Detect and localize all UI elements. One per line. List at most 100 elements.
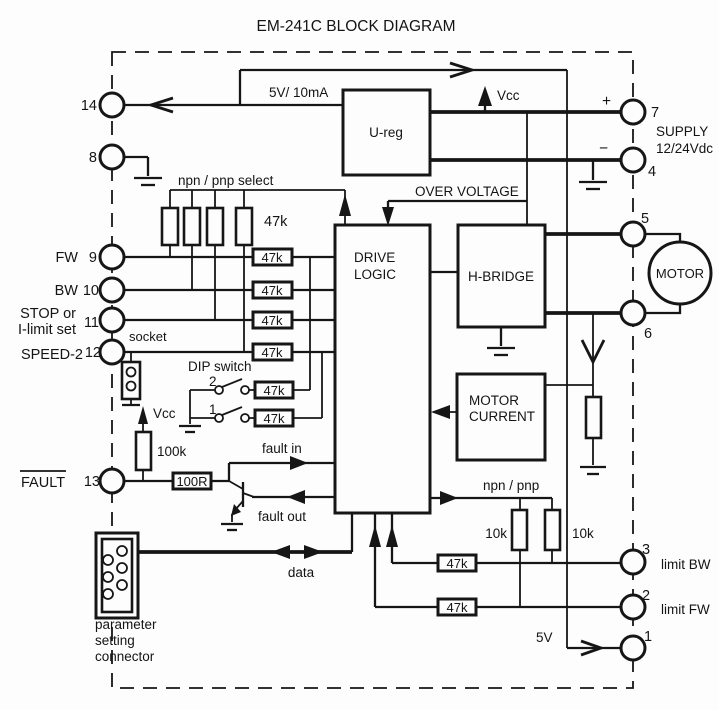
label-npn-pnp-select: npn / pnp select <box>178 173 274 188</box>
label-npn-pnp: npn / pnp <box>483 478 539 493</box>
npn-pnp-pullups <box>430 491 562 607</box>
label-dip-2: 2 <box>209 374 217 389</box>
ureg-block <box>341 88 432 177</box>
pin-1 <box>619 634 647 662</box>
label-5v-10ma: 5V/ 10mA <box>269 85 328 100</box>
dip-switch <box>179 378 322 434</box>
pin11-number: 11 <box>84 315 99 331</box>
pin10-number: 10 <box>83 283 99 299</box>
pin-6 <box>619 299 647 327</box>
diagram-title: EM-241C BLOCK DIAGRAM <box>257 18 456 35</box>
parameter-connector <box>94 531 140 620</box>
wire-5v-top <box>124 61 621 657</box>
label-100r: 100R <box>176 474 207 489</box>
motor-current-block <box>455 372 547 462</box>
pin11-name-2: I-limit set <box>18 322 76 338</box>
pin-13 <box>98 467 126 495</box>
label-vcc-fault: Vcc <box>153 406 176 421</box>
hbridge-label: H-BRIDGE <box>468 269 534 284</box>
pullup-10k-right <box>543 508 562 552</box>
pin7-number: 7 <box>651 105 659 121</box>
connector-caption-3: connector <box>95 649 155 664</box>
pin12-name: SPEED-2 <box>21 347 83 363</box>
connector-caption-1: parameter <box>95 617 157 632</box>
label-data: data <box>288 565 315 580</box>
terminal-pins <box>98 91 647 662</box>
motor-current-label-2: CURRENT <box>469 409 535 424</box>
stop-resistor-value: 47k <box>262 313 283 328</box>
pin-9 <box>98 243 126 271</box>
pin1-number: 1 <box>644 629 652 645</box>
drive-logic-label-1: DRIVE <box>354 250 395 265</box>
pin2-number: 2 <box>642 588 650 604</box>
fw-resistor-value: 47k <box>262 250 283 265</box>
pin13-name: FAULT <box>21 475 65 491</box>
pin11-name-1: STOP or <box>20 306 76 322</box>
label-fault-in: fault in <box>262 441 302 456</box>
label-overvoltage: OVER VOLTAGE <box>415 184 519 199</box>
drive-logic-block <box>333 223 432 515</box>
pin-14 <box>98 91 126 119</box>
pullup-resistor-1 <box>160 206 180 247</box>
pin8-ground <box>124 155 162 187</box>
pin12-number: 12 <box>85 345 101 361</box>
sense-resistor <box>584 395 603 440</box>
label-vcc-top: Vcc <box>497 88 520 103</box>
wire-overvoltage <box>382 112 528 226</box>
wire-data-bus <box>138 513 354 559</box>
pin5-number: 5 <box>641 211 649 227</box>
pin-4 <box>619 146 647 174</box>
wire-vcc-rail <box>430 86 621 114</box>
pin10-name: BW <box>55 283 79 299</box>
pin3-name: limit BW <box>661 557 711 572</box>
pin8-number: 8 <box>89 150 97 166</box>
motor-current-label-1: MOTOR <box>469 393 519 408</box>
pin13-number: 13 <box>84 474 100 490</box>
label-socket: socket <box>129 329 167 344</box>
pin-12 <box>98 338 126 366</box>
hbridge-block <box>456 223 547 329</box>
resistor-100k <box>134 430 153 472</box>
supply-label-1: SUPPLY <box>656 124 708 139</box>
wire-limit-inputs <box>369 513 621 617</box>
supply-plus-sign: + <box>602 93 611 110</box>
label-pullup-47k: 47k <box>264 214 288 230</box>
pin-8 <box>98 143 126 171</box>
hbridge-ground <box>487 327 515 357</box>
fault-pullup <box>134 406 153 481</box>
motor-label: MOTOR <box>656 266 704 281</box>
label-dip-1: 1 <box>209 402 217 417</box>
socket-symbol <box>120 352 142 407</box>
npn-pnp-select-network <box>160 189 351 352</box>
wire-motor-outputs <box>545 232 682 315</box>
label-10k-left: 10k <box>485 526 507 541</box>
supply-label-2: 12/24Vdc <box>656 141 713 156</box>
pin9-name: FW <box>55 250 78 266</box>
label-10k-right: 10k <box>572 526 594 541</box>
pin14-number: 14 <box>81 98 97 114</box>
speed2-resistor-value: 47k <box>262 345 283 360</box>
wire-supply-minus <box>430 158 621 191</box>
label-100k: 100k <box>157 444 187 459</box>
ureg-label: U-reg <box>369 125 403 140</box>
supply-minus-sign: − <box>599 140 608 157</box>
wire-input-lines <box>124 247 335 418</box>
pin4-number: 4 <box>648 164 656 180</box>
pin3-number: 3 <box>642 542 650 558</box>
pin-2 <box>619 593 647 621</box>
dip2-resistor-value: 47k <box>264 383 285 398</box>
pullup-10k-left <box>510 508 529 552</box>
bw-resistor-value: 47k <box>262 283 283 298</box>
wire-current-sense <box>580 313 606 476</box>
label-5v: 5V <box>536 630 553 645</box>
pullup-resistor-4 <box>234 206 254 247</box>
motor-symbol <box>647 240 713 306</box>
pin6-number: 6 <box>644 326 652 342</box>
dip1-resistor-value: 47k <box>264 411 285 426</box>
pin-3 <box>619 548 647 576</box>
pin-7 <box>619 98 647 126</box>
pullup-resistor-2 <box>182 206 202 247</box>
module-border <box>111 51 634 689</box>
